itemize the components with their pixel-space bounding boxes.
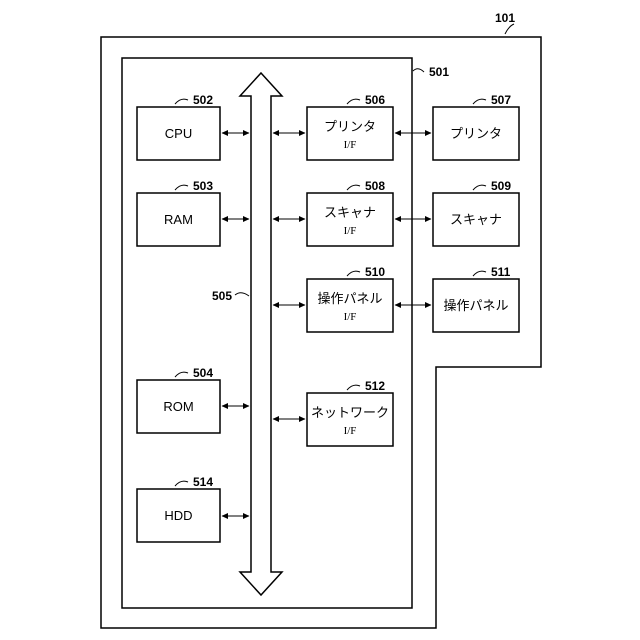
printer-label: プリンタ: [450, 126, 502, 141]
panel-ref: 511: [491, 265, 511, 279]
rom-ref: 504: [193, 366, 213, 380]
hdd-ref-leader: [175, 481, 188, 486]
rom-label: ROM: [163, 399, 193, 414]
scanner-if-ref: 508: [365, 179, 385, 193]
panel-if-sub: I/F: [344, 311, 357, 323]
bus-ref: 505: [212, 289, 232, 303]
ram-label: RAM: [164, 212, 193, 227]
network-if-label: ネットワーク: [311, 405, 389, 420]
printer-if-ref-leader: [347, 99, 360, 104]
scanner-ref-leader: [473, 185, 486, 190]
scanner-ref: 509: [491, 179, 511, 193]
panel-ref-leader: [473, 271, 486, 276]
controller-ref: 501: [429, 65, 449, 79]
printer-ref-leader: [473, 99, 486, 104]
device-ref: 101: [495, 11, 515, 25]
controller-ref-leader: [413, 69, 424, 72]
network-if-sub: I/F: [344, 425, 357, 437]
scanner-if-ref-leader: [347, 185, 360, 190]
panel-if-label: 操作パネル: [317, 291, 382, 306]
panel-if-ref-leader: [347, 271, 360, 276]
printer-if-label: プリンタ: [324, 119, 376, 134]
printer-ref: 507: [491, 93, 511, 107]
network-if-ref: 512: [365, 379, 385, 393]
hdd-ref: 514: [193, 475, 213, 489]
cpu-ref: 502: [193, 93, 213, 107]
printer-if-ref: 506: [365, 93, 385, 107]
ram-ref: 503: [193, 179, 213, 193]
device-ref-leader: [505, 24, 514, 34]
system-bus-arrow: [240, 73, 282, 595]
scanner-label: スキャナ: [450, 212, 502, 227]
network-if-ref-leader: [347, 385, 360, 390]
rom-ref-leader: [175, 372, 188, 377]
hdd-label: HDD: [164, 508, 192, 523]
scanner-if-sub: I/F: [344, 225, 357, 237]
panel-label: 操作パネル: [443, 298, 508, 313]
cpu-label: CPU: [165, 126, 192, 141]
printer-if-sub: I/F: [344, 139, 357, 151]
bus-ref-leader: [235, 293, 249, 296]
panel-if-ref: 510: [365, 265, 385, 279]
cpu-ref-leader: [175, 99, 188, 104]
scanner-if-label: スキャナ: [324, 205, 376, 220]
ram-ref-leader: [175, 185, 188, 190]
